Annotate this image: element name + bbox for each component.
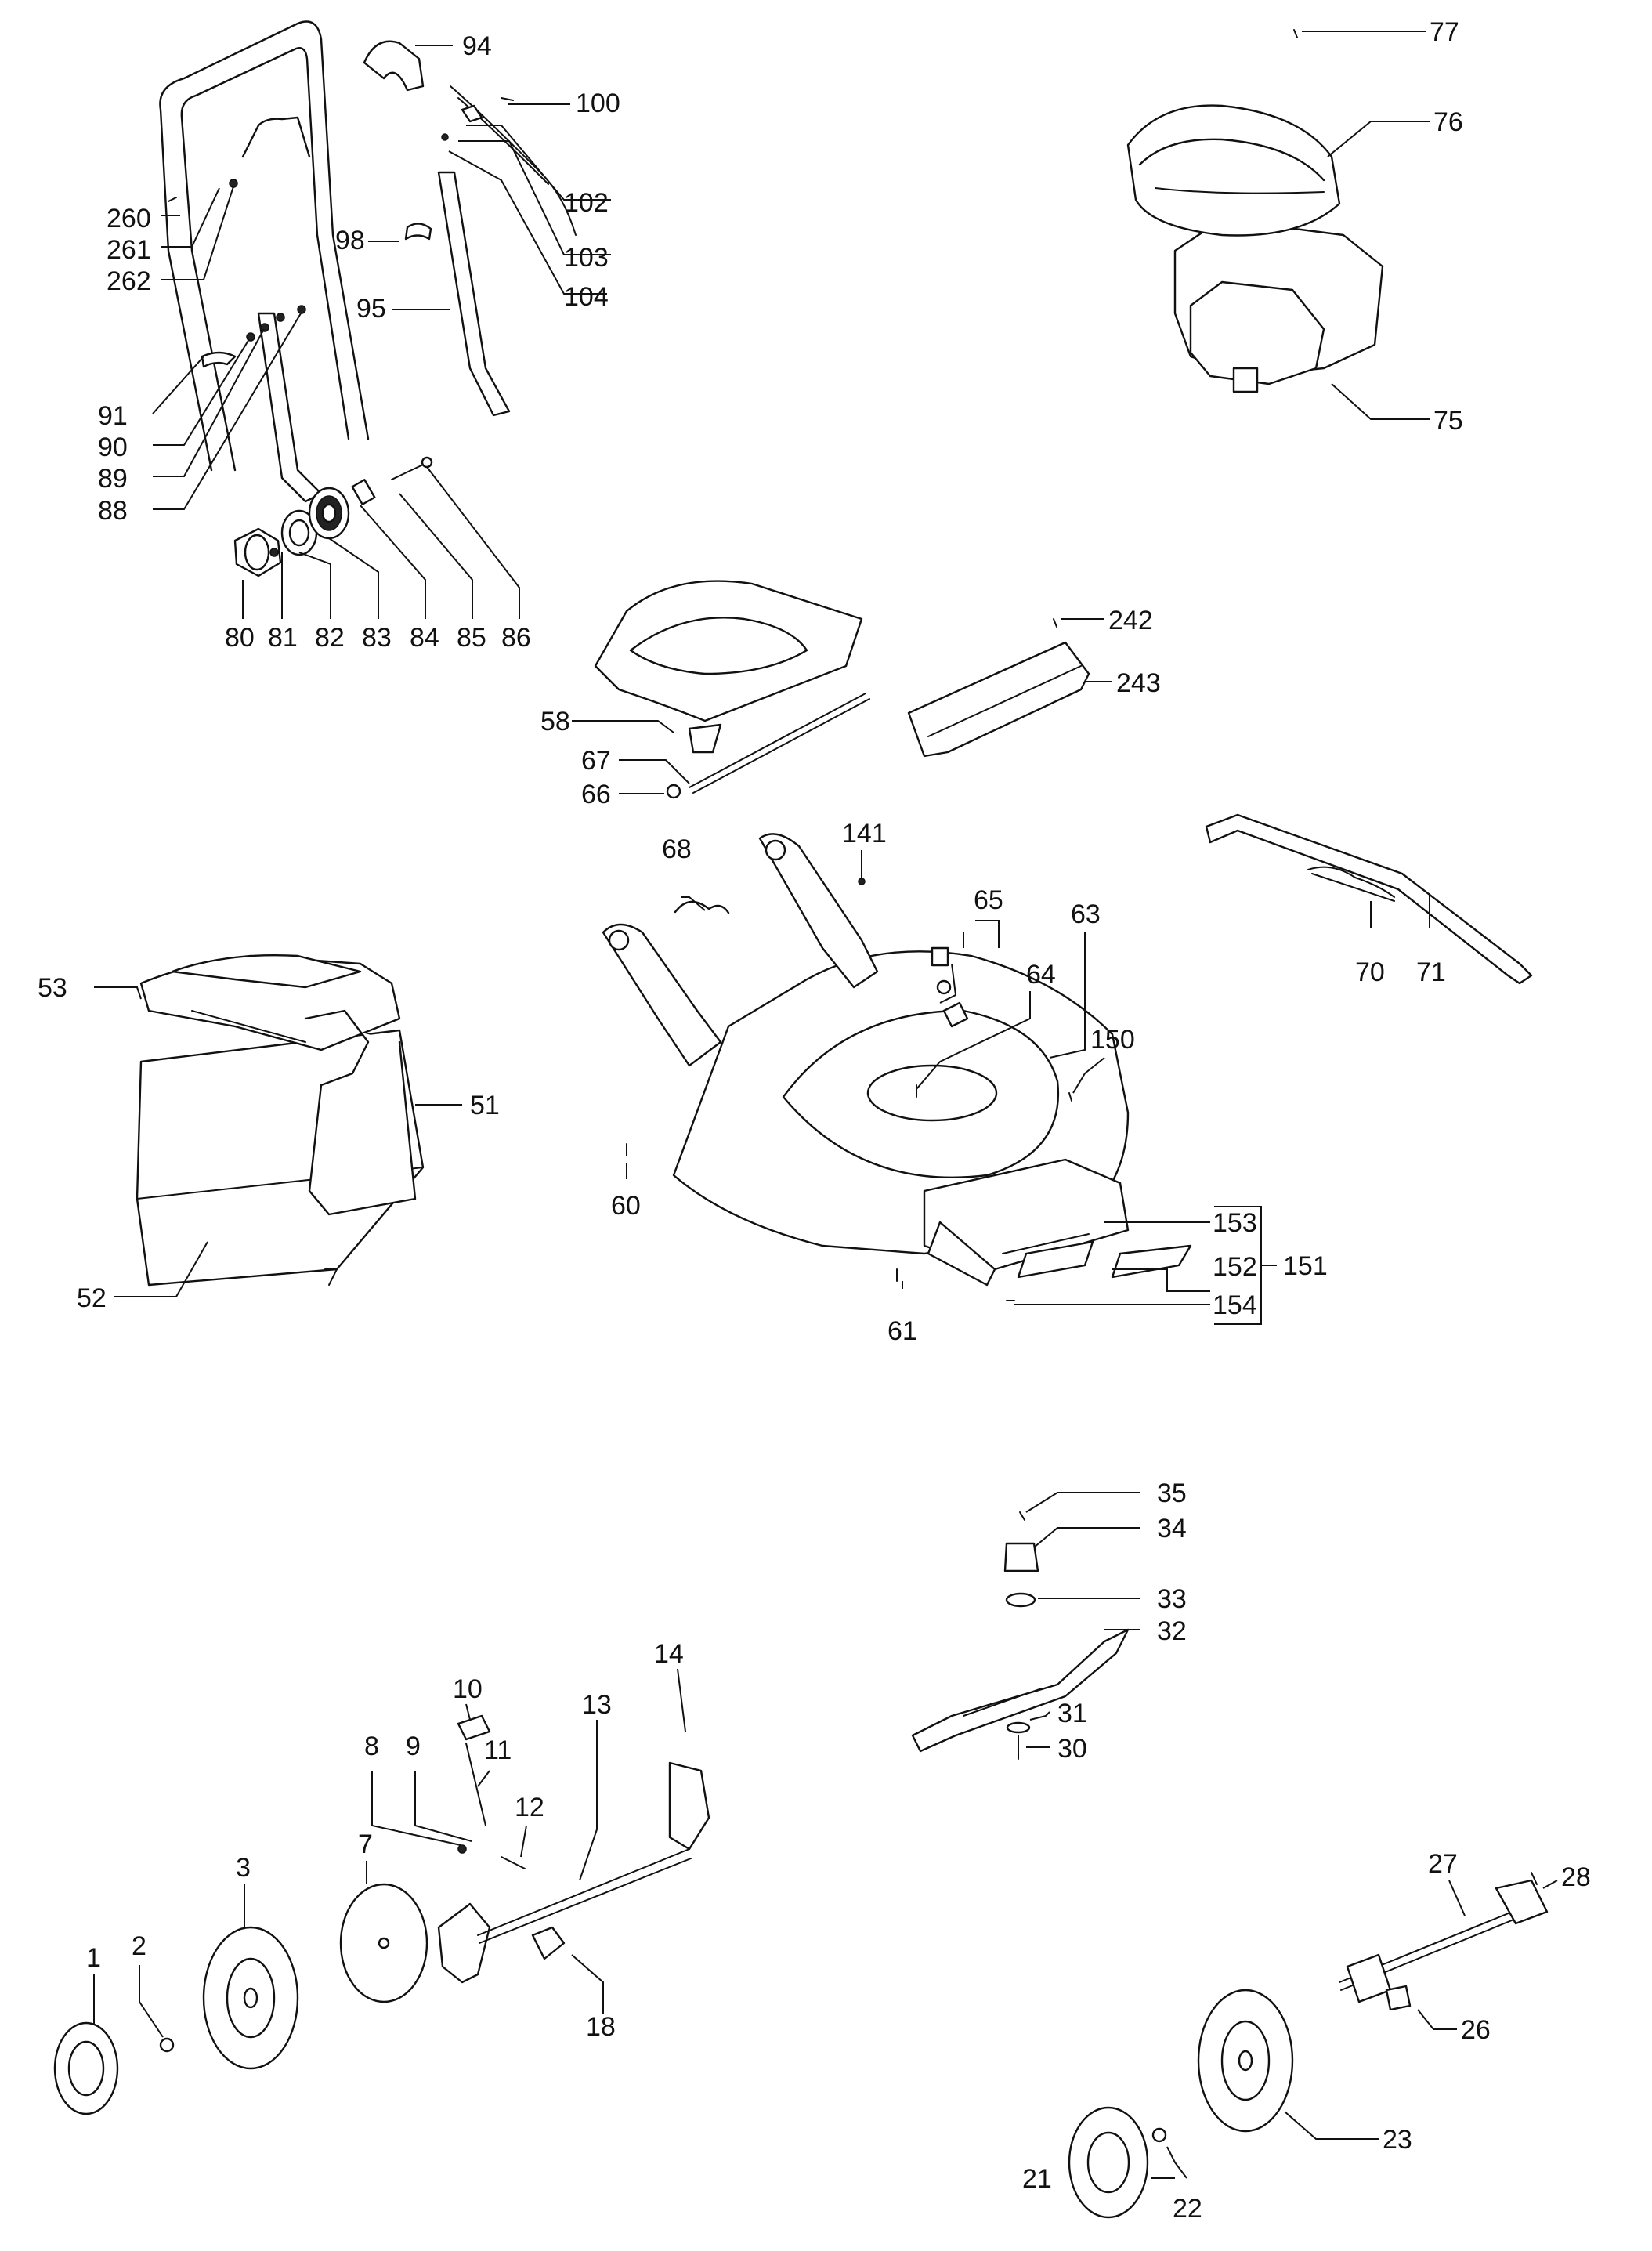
- callout-65: 65: [974, 885, 1003, 915]
- callout-82: 82: [315, 623, 345, 653]
- callout-27: 27: [1428, 1849, 1458, 1879]
- callout-83: 83: [362, 623, 392, 653]
- rear-wheel-assembly: [1068, 1872, 1549, 2219]
- mower-deck: [602, 833, 1192, 1287]
- callout-243: 243: [1116, 668, 1161, 698]
- callout-34: 34: [1157, 1514, 1187, 1543]
- callout-7: 7: [358, 1829, 373, 1859]
- callout-98: 98: [335, 226, 365, 255]
- callout-261: 261: [107, 235, 151, 265]
- callout-89: 89: [98, 464, 128, 494]
- callout-85: 85: [457, 623, 486, 653]
- callout-28: 28: [1561, 1862, 1591, 1892]
- callout-3: 3: [236, 1853, 251, 1883]
- callout-153: 153: [1213, 1208, 1257, 1238]
- callout-10: 10: [453, 1674, 483, 1704]
- callout-94: 94: [462, 31, 492, 61]
- callout-102: 102: [564, 188, 609, 218]
- callout-labels: 94 100 102 103 104 98 95 260 261 262 91 …: [38, 17, 1591, 2224]
- callout-75: 75: [1433, 406, 1463, 436]
- callout-2: 2: [132, 1931, 146, 1961]
- callout-91: 91: [98, 401, 128, 431]
- callout-260: 260: [107, 204, 151, 233]
- callout-9: 9: [406, 1732, 421, 1761]
- callout-90: 90: [98, 432, 128, 462]
- leader-lines: [93, 31, 1558, 2179]
- callout-100: 100: [576, 89, 620, 118]
- callout-262: 262: [107, 266, 151, 296]
- callout-13: 13: [582, 1690, 612, 1720]
- callout-84: 84: [410, 623, 439, 653]
- callout-80: 80: [225, 623, 255, 653]
- callout-141: 141: [842, 819, 887, 849]
- callout-51: 51: [470, 1091, 500, 1120]
- callout-53: 53: [38, 973, 67, 1003]
- callout-23: 23: [1383, 2125, 1412, 2155]
- rear-axle-rod: [1205, 813, 1533, 985]
- callout-31: 31: [1057, 1699, 1087, 1728]
- grass-catcher: [136, 954, 425, 1287]
- callout-71: 71: [1416, 957, 1446, 987]
- callout-154: 154: [1213, 1290, 1257, 1320]
- callout-63: 63: [1071, 899, 1101, 929]
- callout-52: 52: [77, 1283, 107, 1313]
- callout-58: 58: [540, 707, 570, 736]
- callout-64: 64: [1026, 960, 1056, 990]
- callout-18: 18: [586, 2012, 616, 2042]
- callout-11: 11: [484, 1735, 512, 1765]
- callout-67: 67: [581, 746, 611, 776]
- callout-61: 61: [887, 1316, 917, 1346]
- callout-151: 151: [1283, 1251, 1328, 1281]
- callout-60: 60: [611, 1191, 641, 1221]
- callout-8: 8: [364, 1732, 379, 1761]
- callout-35: 35: [1157, 1478, 1187, 1508]
- callout-26: 26: [1461, 2015, 1491, 2045]
- callout-21: 21: [1022, 2164, 1052, 2194]
- callout-30: 30: [1057, 1734, 1087, 1764]
- callout-1: 1: [86, 1943, 101, 1973]
- blade-assembly: [911, 1511, 1130, 1760]
- front-wheel-assembly: [53, 1714, 710, 2115]
- throttle-cables: [441, 85, 577, 236]
- callout-150: 150: [1090, 1025, 1135, 1055]
- callout-33: 33: [1157, 1584, 1187, 1614]
- callout-14: 14: [654, 1639, 684, 1669]
- callout-68: 68: [662, 834, 692, 864]
- callout-95: 95: [356, 294, 386, 324]
- callout-104: 104: [564, 282, 609, 312]
- callout-22: 22: [1173, 2194, 1202, 2224]
- handle-assembly: [159, 20, 511, 503]
- callout-70: 70: [1355, 957, 1385, 987]
- callout-76: 76: [1433, 107, 1463, 137]
- callout-242: 242: [1108, 606, 1153, 635]
- callout-86: 86: [501, 623, 531, 653]
- callout-77: 77: [1430, 17, 1459, 47]
- callout-152: 152: [1213, 1252, 1257, 1282]
- callout-88: 88: [98, 496, 128, 526]
- callout-12: 12: [515, 1793, 544, 1822]
- callout-103: 103: [564, 243, 609, 273]
- engine-assembly: [1126, 29, 1384, 393]
- callout-32: 32: [1157, 1616, 1187, 1646]
- height-adjuster-parts: [168, 179, 433, 577]
- deck-fasteners: [626, 878, 1072, 1301]
- callout-81: 81: [268, 623, 298, 653]
- callout-66: 66: [581, 780, 611, 809]
- rear-flap: [594, 580, 1090, 799]
